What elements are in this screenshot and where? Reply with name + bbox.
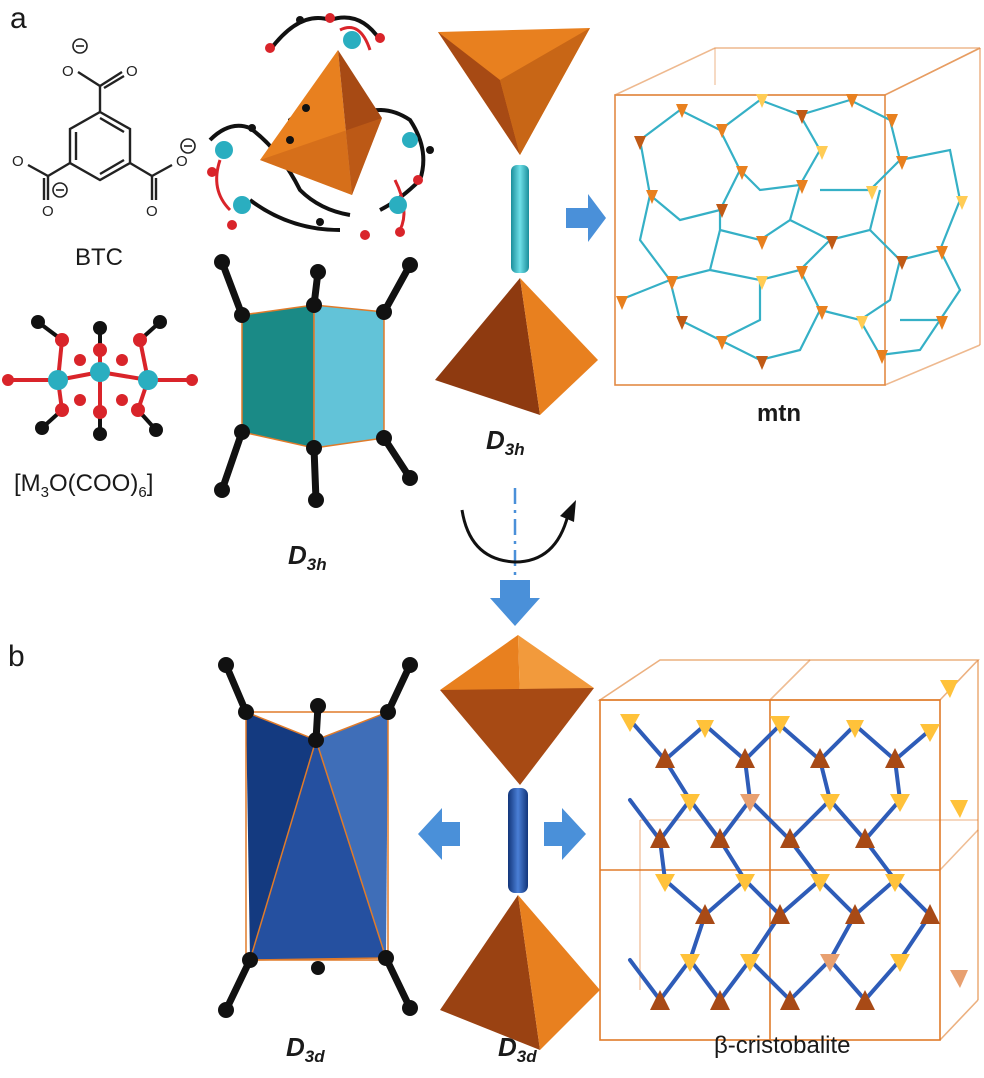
- svg-text:O: O: [146, 203, 158, 220]
- mtn-net-icon: [614, 47, 981, 386]
- btc-oxygen-labels: O O O O O O: [12, 63, 188, 220]
- cristobalite-label: β-cristobalite: [714, 1032, 851, 1059]
- svg-text:O: O: [62, 63, 74, 80]
- d3d-linker-icon: [440, 635, 600, 1050]
- mof-fragment-icon: [207, 13, 434, 240]
- prism-symmetry-label: D3h: [288, 540, 327, 575]
- mtn-label: mtn: [757, 400, 801, 427]
- panel-label-a: a: [10, 2, 27, 35]
- trigonal-prism-icon: [214, 254, 418, 508]
- btc-molecule-icon: [27, 38, 196, 200]
- linker-a-symmetry-label: D3h: [486, 425, 525, 460]
- svg-text:O: O: [42, 203, 54, 220]
- cristobalite-tetrahedra: [620, 680, 968, 1010]
- linker-b-symmetry-label: D3d: [498, 1032, 537, 1067]
- arrow-left-to-antiprism: [418, 808, 460, 860]
- cristobalite-net-icon: [597, 659, 980, 1041]
- trigonal-antiprism-icon: [218, 657, 418, 1018]
- d3h-linker-icon: [435, 28, 598, 415]
- panel-label-b: b: [8, 640, 25, 673]
- btc-label: BTC: [75, 244, 123, 271]
- cluster-icon: [2, 315, 198, 441]
- antiprism-symmetry-label: D3d: [286, 1032, 325, 1067]
- arrow-right-to-mtn: [566, 194, 606, 242]
- mtn-tetrahedra: [616, 94, 968, 370]
- rotation-arrow-icon: [460, 488, 576, 626]
- svg-text:O: O: [176, 153, 188, 170]
- arrow-right-to-cristobalite: [544, 808, 586, 860]
- cluster-formula-label: [M3O(COO)6]: [14, 470, 154, 501]
- svg-text:O: O: [12, 153, 24, 170]
- svg-text:O: O: [126, 63, 138, 80]
